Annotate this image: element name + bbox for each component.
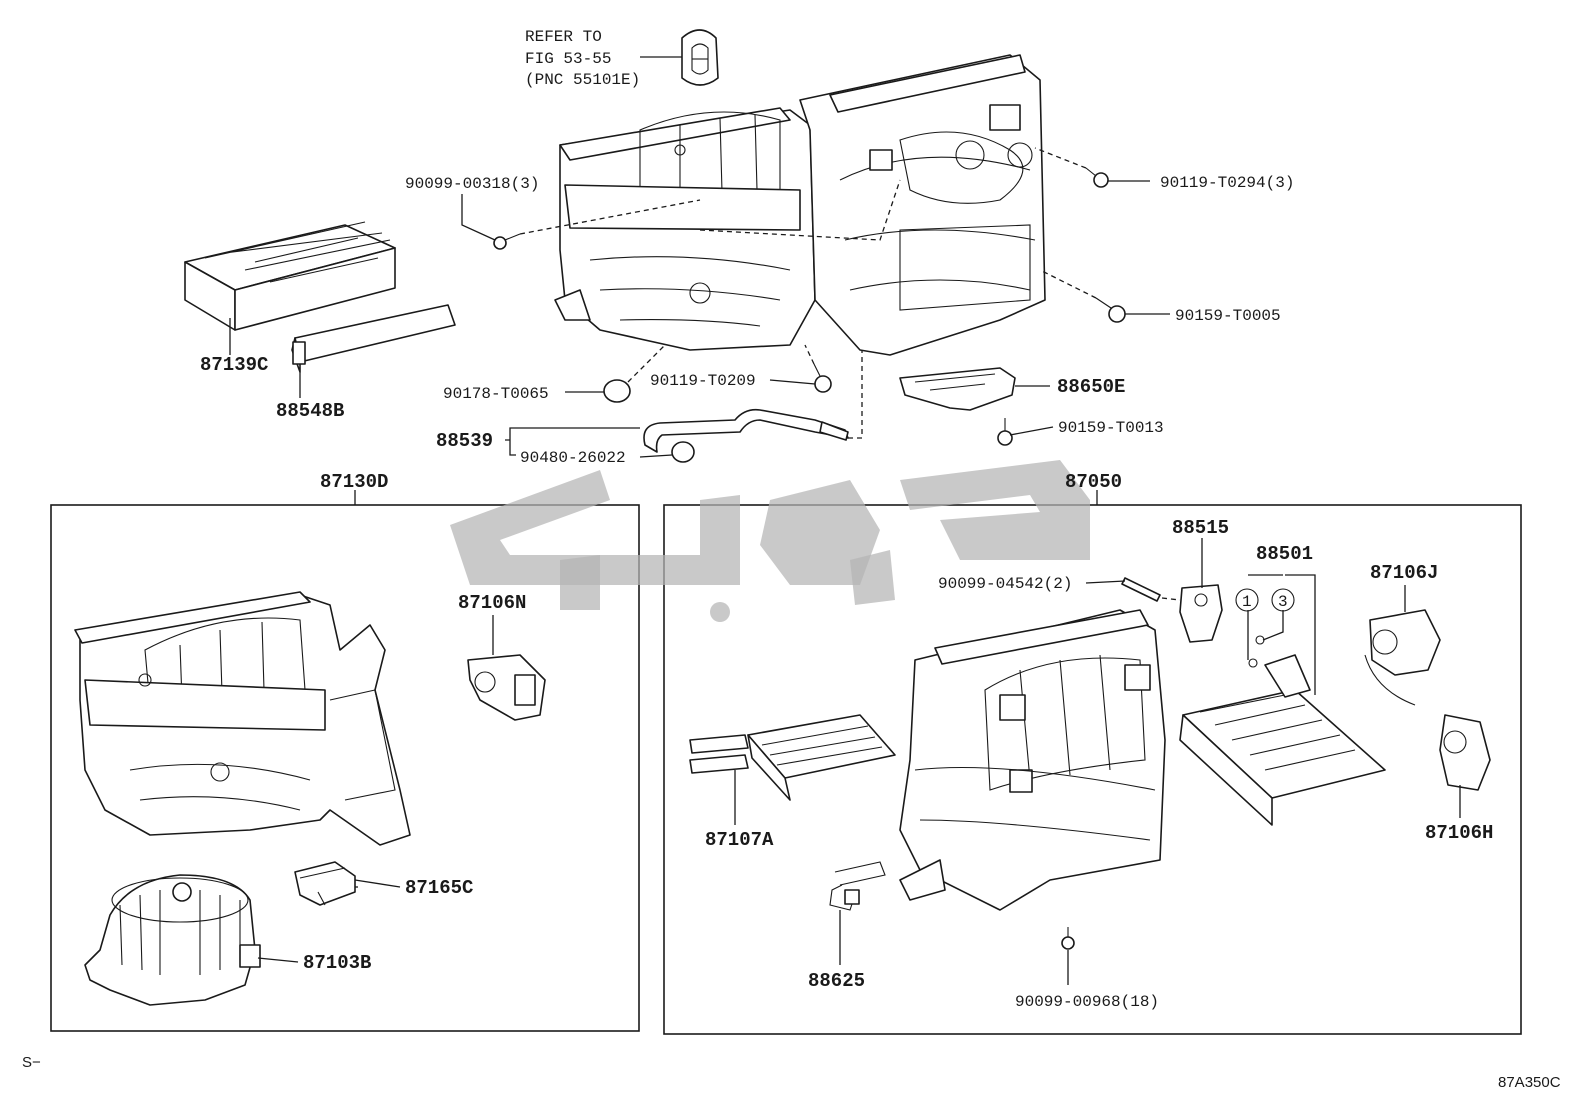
clip-90178-t0065: [603, 379, 631, 403]
actuator-87106n: [467, 615, 546, 721]
label-88625: 88625: [808, 970, 865, 992]
circle-marker-1: [1235, 588, 1259, 612]
blower-motor: [84, 874, 261, 1006]
label-87106h: 87106H: [1425, 822, 1493, 844]
screw-90099-04542: [1121, 577, 1161, 602]
screw-90099-00968: [1061, 927, 1075, 985]
group-frame-87050: [663, 504, 1522, 1035]
blower-case: [74, 591, 411, 846]
label-90099-04542: 90099-04542(2): [938, 575, 1072, 593]
heater-case: [899, 609, 1166, 911]
screw-90159-t0013: [997, 418, 1013, 446]
expansion-valve-88515: [1179, 584, 1223, 643]
label-87107a: 87107A: [705, 829, 774, 851]
screw-90119-t0294: [1085, 167, 1109, 188]
heater-core: [689, 714, 896, 825]
grommet: [681, 29, 719, 86]
evaporator-88501: [1179, 654, 1386, 826]
label-87106n: 87106N: [458, 592, 526, 614]
refer-note-line1: REFER TO: [525, 28, 602, 46]
resistor-87165c: [294, 861, 356, 906]
o-rings: [1247, 610, 1284, 668]
watermark-logo: [450, 460, 1090, 622]
actuator-87106j: [1364, 585, 1441, 706]
screw-90119-t0209: [813, 363, 832, 393]
label-87106j: 87106J: [1370, 562, 1438, 584]
actuator-87106h: [1439, 714, 1491, 818]
group-title-87050: 87050: [1065, 471, 1122, 493]
label-90099-00968: 90099-00968(18): [1015, 993, 1159, 1011]
label-88650e: 88650E: [1057, 376, 1125, 398]
circle-label-3: 3: [1278, 593, 1288, 611]
air-filter: [184, 221, 396, 331]
label-88539: 88539: [436, 430, 493, 452]
label-88501: 88501: [1256, 543, 1313, 565]
label-90159-t0005: 90159-T0005: [1175, 307, 1281, 325]
label-90480-26022: 90480-26022: [520, 449, 626, 467]
refer-note-line2: FIG 53-55: [525, 50, 611, 68]
harness-88625: [829, 861, 886, 965]
label-90119-t0209: 90119-T0209: [650, 372, 756, 390]
group-title-87130d: 87130D: [320, 471, 388, 493]
label-87103b: 87103B: [303, 952, 371, 974]
filter-cover: [291, 304, 456, 373]
label-88548b: 88548B: [276, 400, 344, 422]
circle-label-1: 1: [1242, 593, 1252, 611]
group-frame-87130d: [50, 504, 640, 1032]
refer-note-line3: (PNC 55101E): [525, 71, 640, 89]
screw-90159-t0005: [1095, 297, 1126, 323]
figure-code: 87A350C: [1498, 1074, 1561, 1091]
label-90099-00318: 90099-00318(3): [405, 175, 539, 193]
label-87165c: 87165C: [405, 877, 473, 899]
label-88515: 88515: [1172, 517, 1229, 539]
circle-marker-3: [1271, 588, 1295, 612]
label-90178-t0065: 90178-T0065: [443, 385, 549, 403]
screw-90099-00318: [493, 233, 521, 250]
clamp-90480-26022: [671, 441, 695, 463]
label-90119-t0294: 90119-T0294(3): [1160, 174, 1294, 192]
corner-code-left: S−: [22, 1054, 41, 1071]
label-90159-t0013: 90159-T0013: [1058, 419, 1164, 437]
bracket-88650e: [899, 367, 1016, 411]
hvac-unit-assembly: [554, 54, 1046, 356]
label-87139c: 87139C: [200, 354, 268, 376]
